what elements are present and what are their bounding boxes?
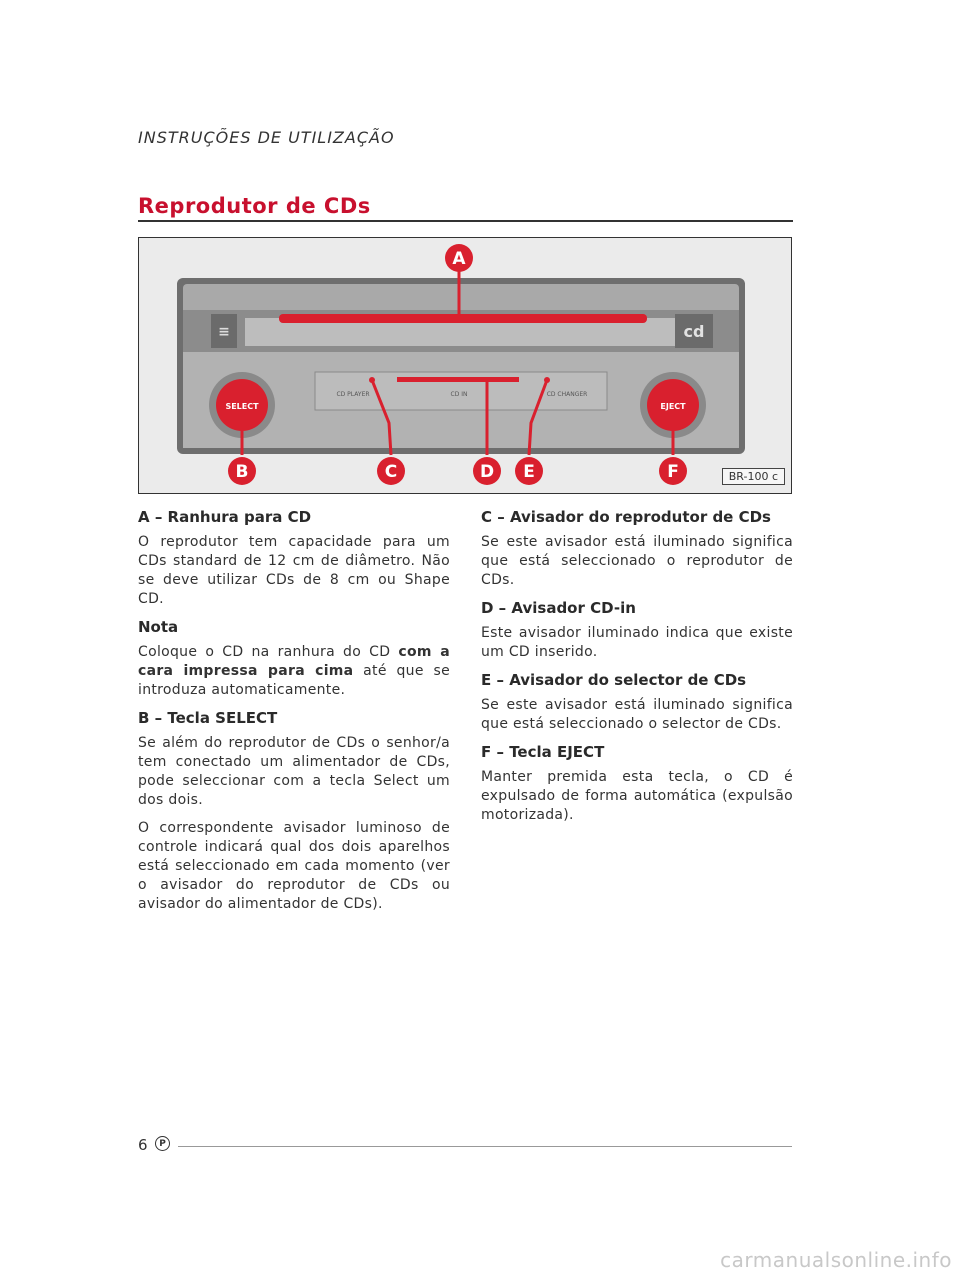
d-heading: D – Avisador CD-in bbox=[481, 599, 636, 617]
cd-player-label: CD PLAYER bbox=[336, 391, 369, 398]
callout-line-e bbox=[527, 379, 549, 456]
eject-button[interactable] bbox=[647, 379, 699, 431]
left-column: A – Ranhura para CD O reprodutor tem cap… bbox=[138, 508, 450, 923]
figure-code: BR-100 c bbox=[721, 468, 785, 485]
cd-logo-text: cd bbox=[684, 322, 705, 341]
select-button-label: SELECT bbox=[225, 402, 259, 411]
callout-badge-d bbox=[473, 457, 501, 485]
language-badge: P bbox=[155, 1136, 170, 1151]
callout-label-f: F bbox=[667, 462, 679, 482]
e-text: Se este avisador está iluminado signific… bbox=[481, 697, 793, 732]
a-text: O reprodutor tem capacidade para um CDs … bbox=[138, 534, 450, 607]
note-text-post: até que se introduza automaticamente. bbox=[138, 663, 450, 698]
right-column: C – Avisador do reprodutor de CDs Se est… bbox=[481, 508, 793, 834]
c-heading: C – Avisador do reprodutor de CDs bbox=[481, 508, 771, 526]
c-text: Se este avisador está iluminado signific… bbox=[481, 534, 793, 588]
note-heading: Nota bbox=[138, 618, 179, 636]
cd-player-illustration: ≡ cd CD PLAYER CD IN CD CHANGER SELECT E… bbox=[177, 244, 745, 485]
cd-slot bbox=[279, 314, 647, 323]
footer-rule bbox=[178, 1146, 792, 1147]
b-text-2: O correspondente avisador luminoso de co… bbox=[138, 820, 450, 912]
callout-badge-c bbox=[377, 457, 405, 485]
f-heading: F – Tecla EJECT bbox=[481, 743, 605, 761]
b-heading: B – Tecla SELECT bbox=[138, 709, 278, 727]
callout-label-b: B bbox=[236, 462, 249, 482]
callout-badge-e bbox=[515, 457, 543, 485]
e-heading: E – Avisador do selector de CDs bbox=[481, 671, 747, 689]
f-text: Manter premida esta tecla, o CD é expuls… bbox=[481, 769, 793, 823]
callout-label-e: E bbox=[523, 462, 535, 482]
b-text-1: Se além do reprodutor de CDs o senhor/a … bbox=[138, 735, 450, 808]
section-title: Reprodutor de CDs bbox=[138, 194, 371, 218]
running-header: INSTRUÇÕES DE UTILIZAÇÃO bbox=[138, 128, 395, 147]
note-text-pre: Coloque o CD na ranhura do CD bbox=[138, 644, 399, 660]
callout-label-a: A bbox=[452, 249, 466, 269]
callout-label-d: D bbox=[480, 462, 494, 482]
left-eject-block bbox=[211, 314, 237, 348]
select-button[interactable] bbox=[216, 379, 268, 431]
a-heading: A – Ranhura para CD bbox=[138, 508, 312, 526]
cd-in-label: CD IN bbox=[451, 391, 468, 398]
eject-button-label: EJECT bbox=[660, 402, 686, 411]
cd-logo-block bbox=[675, 314, 713, 348]
note-text-bold: com a cara impressa para cima bbox=[138, 644, 450, 679]
callout-badge-f bbox=[659, 457, 687, 485]
watermark: carmanualsonline.info bbox=[720, 1248, 952, 1272]
callout-label-c: C bbox=[385, 462, 397, 482]
cd-in-indicator bbox=[397, 377, 519, 382]
page-number: 6 bbox=[138, 1136, 148, 1154]
cd-player-figure: ≡ cd CD PLAYER CD IN CD CHANGER SELECT E… bbox=[138, 237, 792, 494]
callout-badge-b bbox=[228, 457, 256, 485]
callout-badge-a bbox=[445, 244, 473, 272]
callout-line-c bbox=[370, 379, 393, 456]
title-rule bbox=[138, 220, 793, 222]
d-text: Este avisador iluminado indica que exist… bbox=[481, 625, 793, 660]
menu-icon: ≡ bbox=[218, 324, 230, 340]
cd-changer-label: CD CHANGER bbox=[547, 391, 588, 398]
note-text: Coloque o CD na ranhura do CD com a cara… bbox=[138, 643, 450, 700]
